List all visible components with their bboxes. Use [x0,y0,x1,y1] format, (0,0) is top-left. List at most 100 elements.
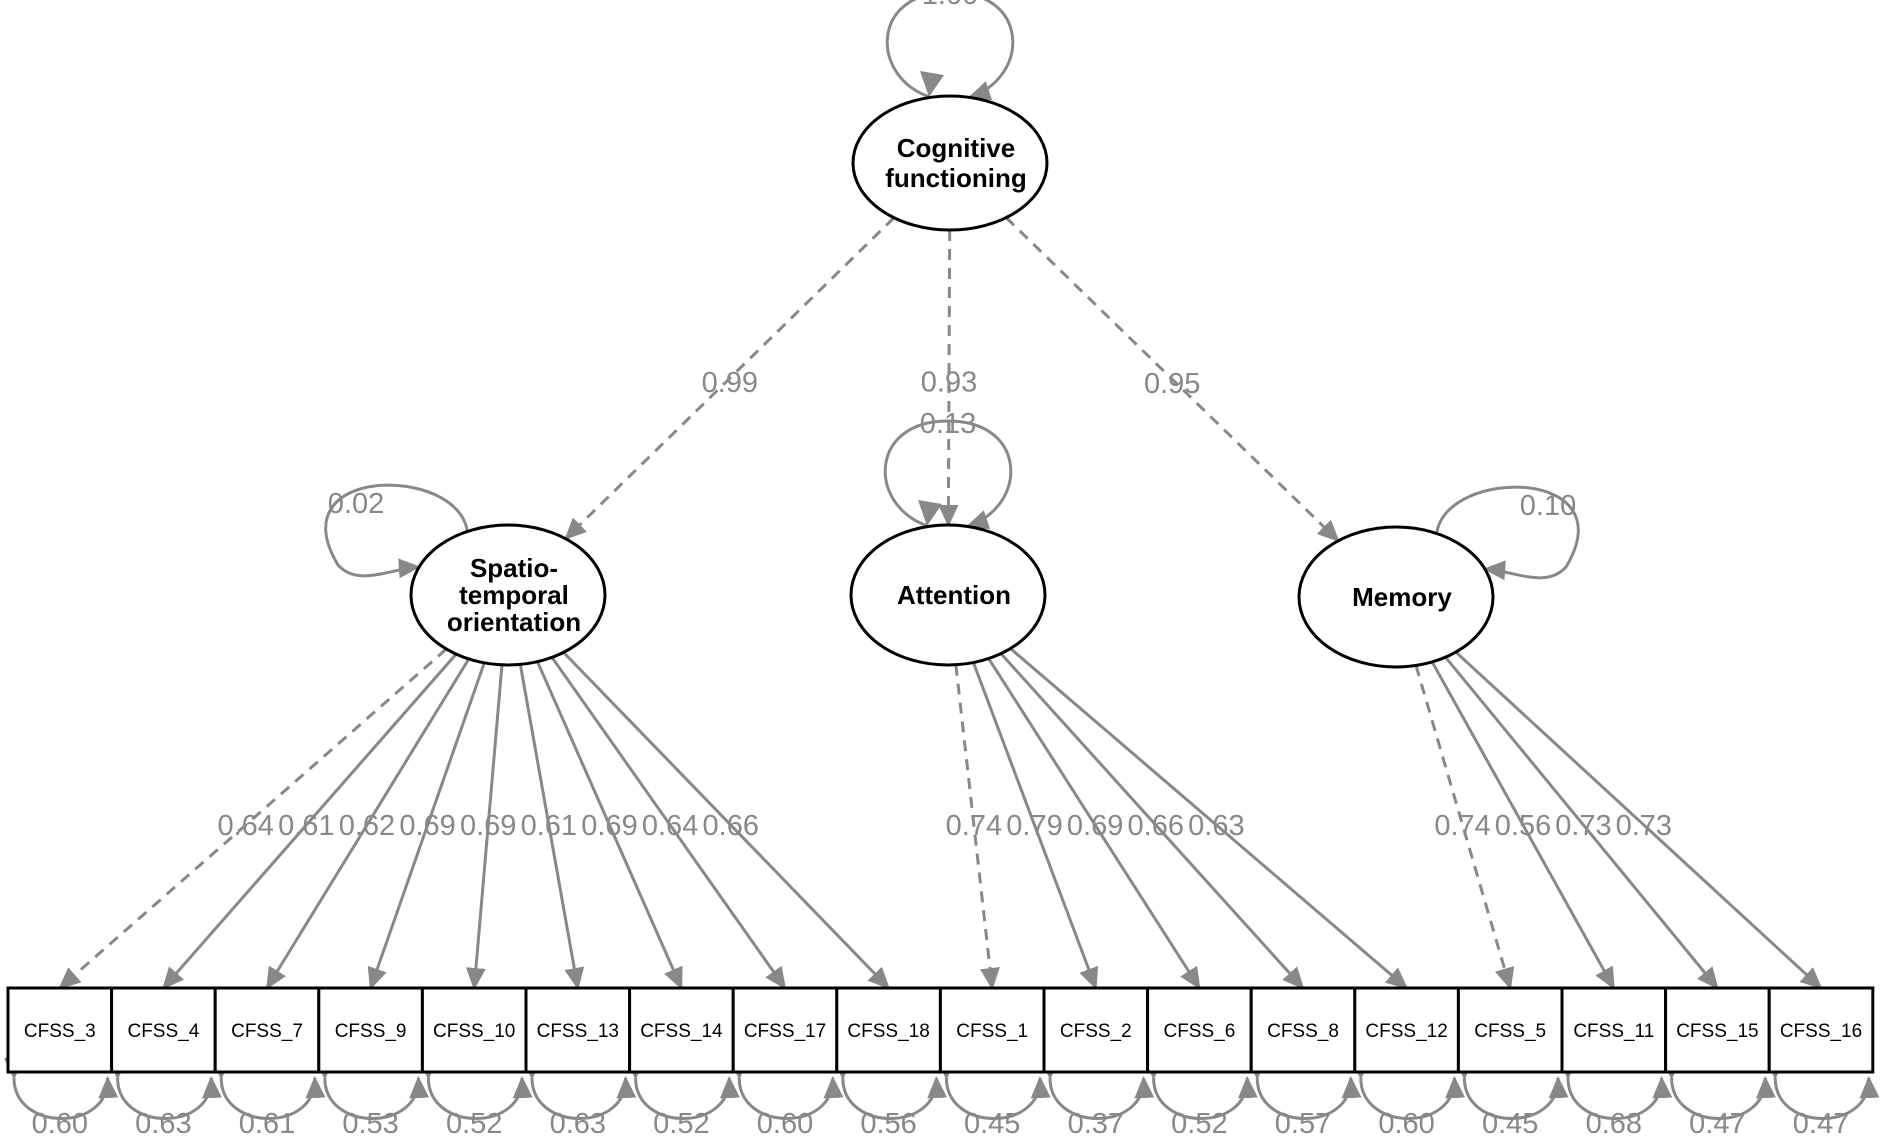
observed-label-CFSS_6: CFSS_6 [1163,1021,1235,1042]
loading-label-CFSS_10: 0.69 [460,810,516,842]
latent-label-spatio: temporal [459,580,569,610]
residual-loop-CFSS_18 [832,1057,948,1120]
loading-label-CFSS_13: 0.61 [521,810,577,842]
residual-loop-CFSS_13 [521,1057,637,1120]
loading-path-CFSS_2 [972,662,1099,990]
loading-label-CFSS_17: 0.64 [642,810,698,842]
residual-label-CFSS_9: 0.53 [342,1108,398,1140]
loading-label-CFSS_6: 0.69 [1067,810,1123,842]
loading-label-CFSS_2: 0.79 [1006,810,1062,842]
loading-path-CFSS_12 [1009,647,1409,990]
loading-label-CFSS_16: 0.73 [1616,810,1672,842]
residual-label-CFSS_10: 0.52 [446,1108,502,1140]
residual-label-CFSS_5: 0.45 [1482,1108,1538,1140]
residual-label-CFSS_3: 0.60 [32,1108,88,1140]
residual-loop-CFSS_6 [1143,1057,1258,1120]
loading-path-CFSS_3 [58,647,448,990]
observed-label-CFSS_11: CFSS_11 [1573,1021,1654,1042]
residual-label-CFSS_7: 0.61 [239,1108,295,1140]
observed-label-CFSS_7: CFSS_7 [231,1021,303,1042]
observed-node-CFSS_5 [1456,986,1564,1074]
loading-label-spatio: 0.99 [702,367,758,399]
observed-node-CFSS_3 [6,986,114,1074]
loading-label-memory: 0.95 [1144,368,1200,400]
residual-loop-CFSS_2 [1039,1057,1155,1120]
residual-loop-CFSS_12 [1350,1057,1466,1120]
observed-label-CFSS_13: CFSS_13 [537,1021,619,1042]
latent-label-spatio: Spatio- [470,553,558,583]
observed-node-CFSS_4 [110,986,217,1074]
loading-path-CFSS_18 [562,651,890,990]
loading-path-CFSS_8 [999,652,1305,990]
observed-label-CFSS_3: CFSS_3 [24,1021,96,1042]
loading-label-CFSS_9: 0.69 [399,810,455,842]
variance-label-spatio: 0.02 [328,488,384,520]
residual-label-CFSS_2: 0.37 [1068,1108,1124,1140]
observed-label-CFSS_8: CFSS_8 [1267,1021,1339,1042]
residual-label-CFSS_4: 0.63 [135,1108,191,1140]
observed-label-CFSS_17: CFSS_17 [744,1021,826,1042]
observed-label-CFSS_10: CFSS_10 [433,1021,515,1042]
loading-path-CFSS_14 [536,661,683,990]
residual-loop-CFSS_14 [625,1057,740,1120]
loading-label-CFSS_1: 0.74 [946,810,1002,842]
residual-loop-CFSS_16 [1765,1057,1880,1120]
loading-path-CFSS_9 [367,662,486,990]
loading-path-CFSS_15 [1444,656,1719,990]
residual-loop-CFSS_17 [729,1057,844,1120]
variance-loop-memory [1435,485,1580,581]
loading-path-CFSS_6 [987,657,1201,990]
variance-label-attention: 0.13 [920,408,976,440]
variance-loop-attention [883,419,1013,530]
loading-path-memory [1005,216,1340,543]
residual-label-CFSS_16: 0.47 [1793,1108,1849,1140]
residual-label-CFSS_14: 0.52 [653,1108,709,1140]
residual-loop-CFSS_5 [1454,1057,1569,1120]
observed-label-CFSS_15: CFSS_15 [1676,1021,1758,1042]
residual-label-CFSS_6: 0.52 [1171,1108,1227,1140]
loading-label-CFSS_4: 0.61 [278,810,334,842]
loading-path-spatio [564,216,896,541]
latent-node-attention [849,523,1047,667]
observed-label-CFSS_5: CFSS_5 [1474,1021,1546,1042]
loading-label-CFSS_12: 0.63 [1188,810,1244,842]
observed-node-CFSS_8 [1249,986,1357,1074]
latent-node-spatio [409,523,607,667]
residual-loop-CFSS_4 [107,1057,222,1120]
latent-label-memory: Memory [1352,582,1452,612]
loading-path-CFSS_4 [162,653,458,990]
residual-loop-CFSS_1 [936,1057,1051,1120]
observed-node-CFSS_7 [213,986,321,1074]
latent-label-spatio: orientation [447,607,581,637]
residual-loop-CFSS_10 [418,1057,533,1120]
observed-node-CFSS_16 [1767,986,1875,1074]
observed-node-CFSS_15 [1664,986,1771,1074]
residual-loop-CFSS_11 [1557,1057,1673,1120]
variance-label-memory: 0.10 [1520,490,1576,522]
residual-label-CFSS_12: 0.60 [1378,1108,1434,1140]
residual-loop-CFSS_3 [3,1057,119,1120]
residual-loop-CFSS_9 [314,1057,430,1120]
loading-label-CFSS_7: 0.62 [339,810,395,842]
residual-label-CFSS_15: 0.47 [1689,1108,1745,1140]
loading-path-CFSS_1 [954,664,1000,990]
loading-label-CFSS_5: 0.74 [1434,810,1490,842]
residual-loop-CFSS_15 [1661,1057,1776,1120]
variance-loop-arrowhead-cog [920,71,944,97]
loading-label-CFSS_18: 0.66 [703,810,759,842]
loading-label-CFSS_14: 0.69 [581,810,637,842]
observed-node-CFSS_11 [1560,986,1668,1074]
loading-label-CFSS_3: 0.64 [217,810,273,842]
residual-label-CFSS_18: 0.56 [860,1108,916,1140]
residual-label-CFSS_8: 0.57 [1275,1108,1331,1140]
observed-label-CFSS_16: CFSS_16 [1780,1021,1862,1042]
observed-label-CFSS_18: CFSS_18 [847,1021,929,1042]
residual-label-CFSS_17: 0.60 [757,1108,813,1140]
observed-node-CFSS_14 [628,986,735,1074]
residual-label-CFSS_11: 0.68 [1586,1108,1642,1140]
observed-label-CFSS_2: CFSS_2 [1060,1021,1132,1042]
observed-label-CFSS_4: CFSS_4 [127,1021,199,1042]
residual-label-CFSS_1: 0.45 [964,1108,1020,1140]
observed-node-CFSS_13 [524,986,632,1074]
